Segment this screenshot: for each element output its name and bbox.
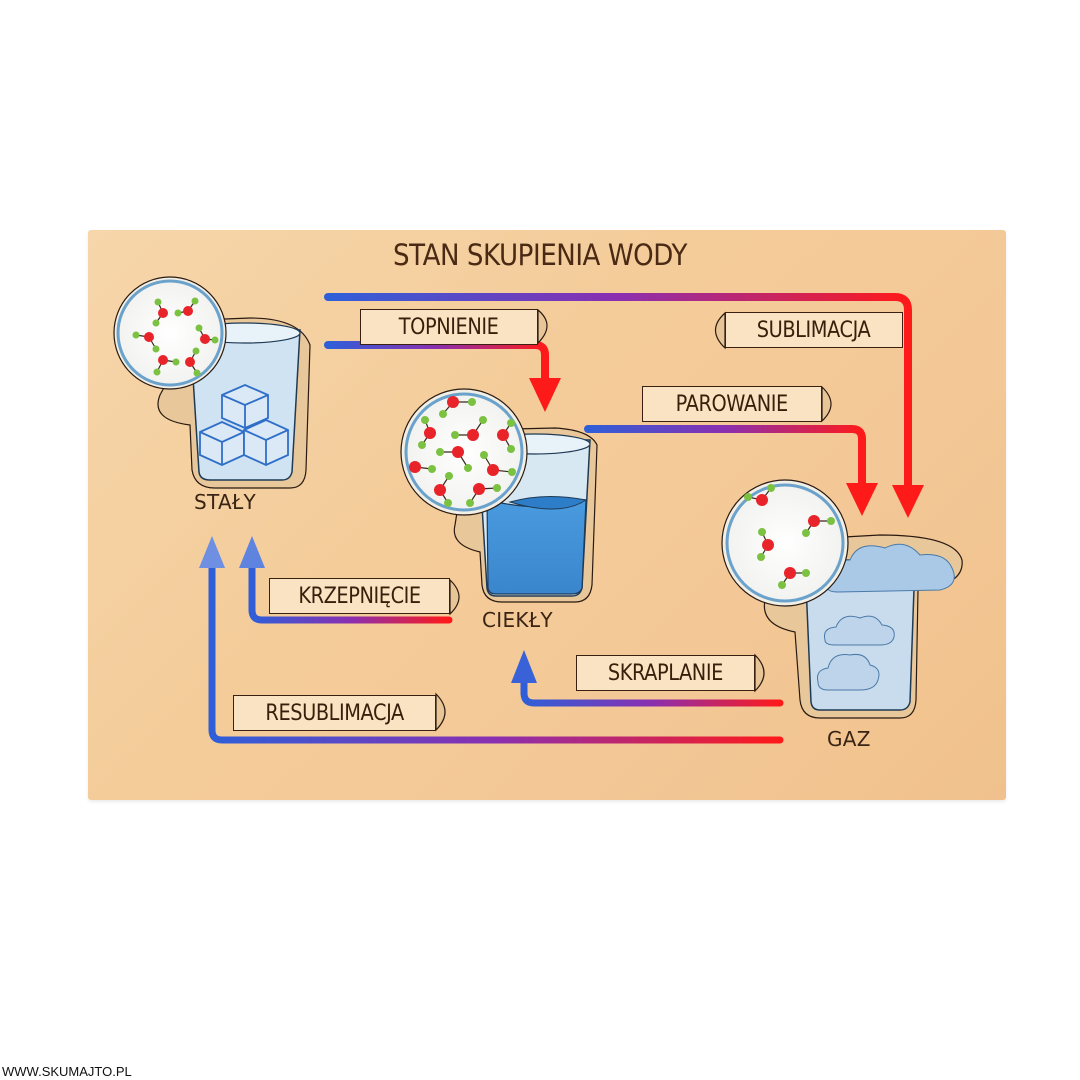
solid-molecule-magnifier-icon bbox=[113, 276, 227, 390]
solid-state-piece[interactable] bbox=[113, 276, 311, 489]
water-icon bbox=[486, 495, 588, 595]
cloud-icon bbox=[817, 543, 955, 691]
gas-state-piece[interactable] bbox=[721, 479, 963, 719]
gas-molecule-magnifier-icon bbox=[721, 479, 849, 607]
ice-cubes-icon bbox=[199, 384, 289, 466]
arrow-krzepniecie bbox=[239, 536, 453, 624]
liquid-molecule-magnifier-icon bbox=[400, 388, 528, 516]
arrowhead-skraplanie bbox=[511, 650, 537, 683]
state-label-liquid: CIEKŁY bbox=[482, 608, 553, 632]
label-notches bbox=[435, 308, 832, 732]
arrowhead-resublimacja bbox=[199, 536, 225, 568]
liquid-state-piece[interactable] bbox=[400, 388, 598, 603]
watermark: WWW.SKUMAJTO.PL bbox=[2, 1064, 132, 1079]
arrow-resublimacja bbox=[199, 536, 784, 744]
state-label-gas: GAZ bbox=[827, 727, 871, 751]
board-title: STAN SKUPIENIA WODY bbox=[393, 238, 687, 272]
arrow-skraplanie bbox=[511, 650, 784, 707]
label-parowanie[interactable]: PAROWANIE bbox=[642, 386, 822, 422]
label-skraplanie[interactable]: SKRAPLANIE bbox=[576, 655, 755, 691]
label-sublimacja[interactable]: SUBLIMACJA bbox=[725, 312, 903, 348]
state-label-solid: STAŁY bbox=[194, 490, 256, 514]
arrowhead-parowanie bbox=[846, 483, 878, 516]
arrow-sublimacja bbox=[324, 293, 924, 518]
arrowhead-topnienie bbox=[529, 378, 561, 412]
arrow-parowanie bbox=[584, 425, 878, 516]
label-topnienie[interactable]: TOPNIENIE bbox=[360, 309, 538, 345]
arrowhead-sublimacja bbox=[892, 485, 924, 518]
label-krzepniecie[interactable]: KRZEPNIĘCIE bbox=[269, 578, 450, 614]
arrow-topnienie bbox=[324, 341, 561, 412]
label-resublimacja[interactable]: RESUBLIMACJA bbox=[233, 695, 436, 731]
arrowhead-krzepniecie bbox=[239, 536, 265, 568]
